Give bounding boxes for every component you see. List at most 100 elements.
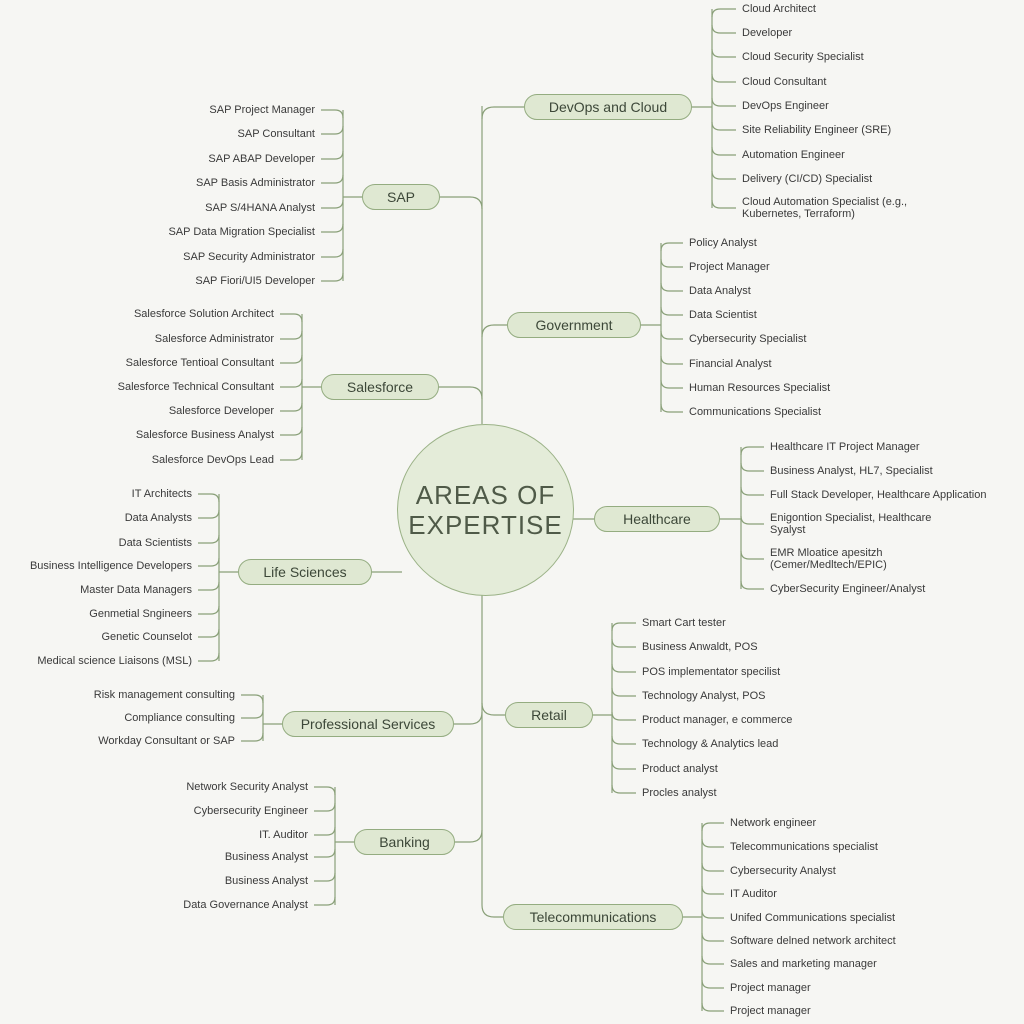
role-item: Enigontion Specialist, Healthcare Syalys… (770, 512, 932, 536)
life_sciences-leaf-line (198, 652, 220, 662)
salesforce-branch-line (439, 386, 483, 400)
professional-leaf-line (241, 732, 264, 742)
salesforce-leaf-line (280, 313, 303, 323)
role-item: Network engineer (730, 817, 817, 829)
role-item: Communications Specialist (689, 406, 822, 418)
role-item: Salesforce Business Analyst (135, 429, 274, 441)
telecom-leaf-line (701, 862, 724, 872)
professional-leaf-line (241, 694, 264, 704)
role-item: Business Analyst, HL7, Specialist (770, 465, 933, 477)
telecom-leaf-line (701, 955, 724, 965)
branch-devops: DevOps and Cloud (524, 94, 692, 120)
branch-telecom: Telecommunications (503, 904, 683, 930)
role-item: Data Scientists (118, 537, 192, 549)
government-leaf-line (660, 282, 683, 292)
role-item: Cloud Architect (742, 3, 816, 15)
role-item: Data Analysts (124, 512, 192, 524)
professional-leaf-line (241, 709, 264, 719)
salesforce-leaf-line (280, 330, 303, 340)
role-item: Site Reliability Engineer (SRE) (742, 124, 892, 136)
role-item: Data Governance Analyst (183, 899, 308, 911)
role-item: SAP S/4HANA Analyst (205, 202, 315, 214)
branch-healthcare: Healthcare (594, 506, 720, 532)
banking-branch-line (455, 829, 483, 843)
branch-salesforce: Salesforce (321, 374, 439, 400)
role-item: Cybersecurity Specialist (689, 333, 807, 345)
banking-leaf-line (314, 848, 336, 858)
salesforce-leaf-line (280, 426, 303, 436)
salesforce-leaf-line (280, 354, 303, 364)
role-item: Salesforce DevOps Lead (151, 454, 274, 466)
role-item: Sales and marketing manager (730, 958, 877, 970)
sap-leaf-line (321, 248, 344, 258)
role-item: Product analyst (642, 763, 718, 775)
role-item: Developer (742, 27, 793, 39)
sap-leaf-line (321, 223, 344, 233)
healthcare-leaf-line (740, 462, 764, 472)
devops-leaf-line (711, 170, 736, 180)
branch-sap: SAP (362, 184, 440, 210)
salesforce-leaf-line (280, 402, 303, 412)
government-leaf-line (660, 242, 683, 252)
role-item: Master Data Managers (80, 584, 192, 596)
role-item: Software delned network architect (730, 935, 896, 947)
role-item: Data Scientist (689, 309, 757, 321)
devops-leaf-line (711, 121, 736, 131)
role-item: Full Stack Developer, Healthcare Applica… (770, 489, 987, 501)
devops-leaf-line (711, 73, 736, 83)
role-item: Business Analyst (224, 875, 308, 887)
role-item: Delivery (CI/CD) Specialist (742, 173, 873, 185)
banking-leaf-line (314, 802, 336, 812)
role-item: Technology Analyst, POS (642, 690, 766, 702)
government-leaf-line (660, 379, 683, 389)
healthcare-leaf-line (740, 550, 764, 560)
government-leaf-line (660, 258, 683, 268)
branch-life-sciences: Life Sciences (238, 559, 372, 585)
retail-leaf-line (611, 784, 636, 794)
role-item: Business Anwaldt, POS (642, 641, 758, 653)
central-title-line2: EXPERTISE (408, 510, 563, 540)
role-item: SAP Basis Administrator (195, 177, 315, 189)
telecom-leaf-line (701, 822, 724, 832)
professional-branch-line (454, 711, 483, 725)
role-item: Medical science Liaisons (MSL) (37, 655, 192, 667)
role-item: Healthcare IT Project Manager (770, 441, 920, 453)
role-item: Cybersecurity Analyst (730, 865, 836, 877)
role-item: IT Auditor (730, 888, 777, 900)
devops-leaf-line (711, 146, 736, 156)
branch-government: Government (507, 312, 641, 338)
banking-leaf-line (314, 826, 336, 836)
devops-branch-line (481, 106, 524, 120)
government-leaf-line (660, 355, 683, 365)
role-item: Smart Cart tester (642, 617, 726, 629)
government-leaf-line (660, 306, 683, 316)
central-node: AREAS OF EXPERTISE (397, 424, 574, 596)
salesforce-leaf-line (280, 451, 303, 461)
role-item: SAP Consultant (237, 128, 315, 140)
healthcare-leaf-line (740, 515, 764, 525)
telecom-leaf-line (701, 885, 724, 895)
banking-leaf-line (314, 786, 336, 796)
role-item: Cybersecurity Engineer (193, 805, 308, 817)
devops-leaf-line (711, 24, 736, 34)
retail-branch-line (481, 702, 505, 716)
role-item: Project Manager (689, 261, 770, 273)
role-item: Salesforce Solution Architect (133, 308, 274, 320)
role-item: Compliance consulting (124, 712, 235, 724)
sap-branch-line (440, 196, 483, 210)
life_sciences-leaf-line (198, 581, 220, 591)
sap-leaf-line (321, 199, 344, 209)
sap-leaf-line (321, 272, 344, 282)
telecom-leaf-line (701, 1002, 724, 1012)
role-item: Project manager (730, 982, 811, 994)
role-item: SAP Security Administrator (183, 251, 315, 263)
healthcare-leaf-line (740, 580, 764, 590)
devops-leaf-line (711, 48, 736, 58)
sap-leaf-line (321, 109, 344, 119)
devops-leaf-line (711, 199, 736, 209)
government-leaf-line (660, 403, 683, 413)
role-item: Cloud Automation Specialist (e.g., Kuber… (742, 196, 908, 220)
government-branch-line (481, 324, 507, 338)
sap-leaf-line (321, 174, 344, 184)
